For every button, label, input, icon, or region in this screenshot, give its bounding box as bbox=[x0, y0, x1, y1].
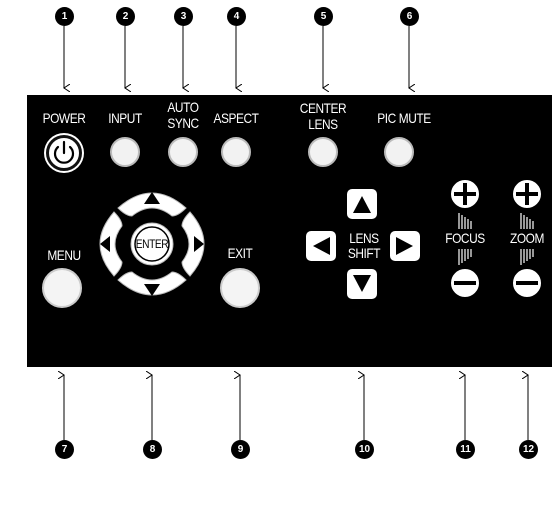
zoom-minus-ticks bbox=[520, 249, 534, 265]
callout-9: 9 bbox=[231, 440, 250, 459]
callout-11: 11 bbox=[456, 440, 475, 459]
callout-8: 8 bbox=[143, 440, 162, 459]
left-arrow-button[interactable] bbox=[99, 211, 123, 277]
auto-sync-label-line2: SYNC bbox=[167, 115, 199, 131]
focus-minus-button[interactable] bbox=[449, 267, 481, 299]
callout-7: 7 bbox=[55, 440, 74, 459]
lens-shift-label-line1: LENS bbox=[349, 230, 379, 246]
menu-button[interactable] bbox=[42, 268, 82, 308]
lens-shift-left-button[interactable] bbox=[306, 231, 336, 261]
zoom-label: ZOOM bbox=[510, 230, 544, 246]
pic-mute-button[interactable] bbox=[384, 137, 414, 167]
lens-shift-pad bbox=[306, 189, 420, 299]
callout-1: 1 bbox=[55, 7, 74, 26]
zoom-plus-button[interactable] bbox=[511, 178, 543, 210]
auto-sync-button[interactable] bbox=[168, 137, 198, 167]
power-label: POWER bbox=[42, 110, 86, 126]
callout-3: 3 bbox=[174, 7, 193, 26]
callout-2: 2 bbox=[116, 7, 135, 26]
focus-plus-button[interactable] bbox=[449, 178, 481, 210]
enter-button[interactable] bbox=[130, 222, 174, 266]
aspect-label: ASPECT bbox=[213, 110, 259, 126]
power-icon bbox=[53, 140, 75, 164]
navigation-pad bbox=[99, 192, 205, 296]
aspect-button[interactable] bbox=[221, 137, 251, 167]
exit-button[interactable] bbox=[220, 268, 260, 308]
zoom-minus-button[interactable] bbox=[511, 267, 543, 299]
exit-label: EXIT bbox=[227, 245, 253, 261]
center-lens-label-line2: LENS bbox=[308, 116, 338, 132]
lens-shift-up-button[interactable] bbox=[347, 189, 377, 219]
callout-4: 4 bbox=[227, 7, 246, 26]
enter-label: ENTER bbox=[135, 237, 169, 251]
lens-shift-right-button[interactable] bbox=[390, 231, 420, 261]
down-arrow-button[interactable] bbox=[117, 271, 187, 296]
callout-10: 10 bbox=[355, 440, 374, 459]
pic-mute-label: PIC MUTE bbox=[377, 110, 431, 126]
callout-5: 5 bbox=[314, 7, 333, 26]
lens-shift-label-line2: SHIFT bbox=[347, 245, 381, 261]
input-label: INPUT bbox=[108, 110, 142, 126]
menu-label: MENU bbox=[47, 247, 81, 263]
input-button[interactable] bbox=[110, 137, 140, 167]
focus-label: FOCUS bbox=[445, 230, 485, 246]
right-arrow-button[interactable] bbox=[181, 211, 205, 277]
focus-zoom-controls bbox=[449, 178, 543, 299]
callout-12: 12 bbox=[519, 440, 538, 459]
zoom-plus-ticks bbox=[520, 213, 534, 229]
focus-plus-ticks bbox=[458, 213, 472, 229]
up-arrow-button[interactable] bbox=[117, 192, 187, 217]
center-lens-button[interactable] bbox=[308, 137, 338, 167]
callout-6: 6 bbox=[400, 7, 419, 26]
focus-minus-ticks bbox=[458, 249, 472, 265]
center-lens-label-line1: CENTER bbox=[299, 100, 347, 116]
lens-shift-down-button[interactable] bbox=[347, 269, 377, 299]
auto-sync-label-line1: AUTO bbox=[167, 99, 199, 115]
